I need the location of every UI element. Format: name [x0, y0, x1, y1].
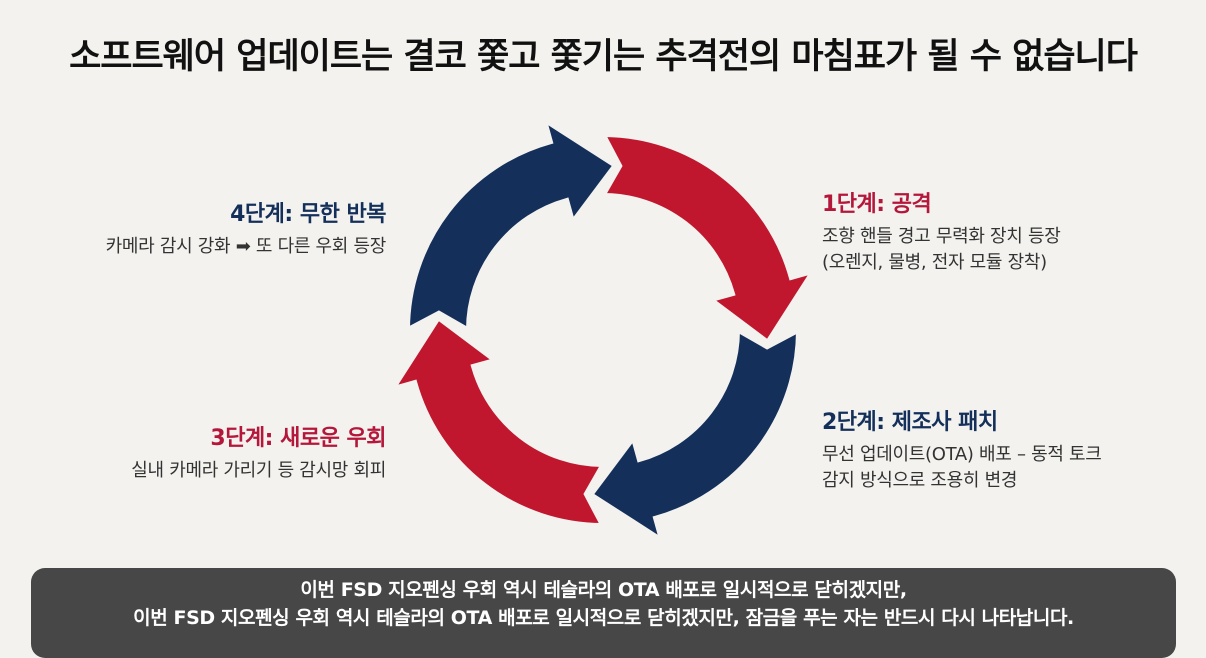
arrow-bottom-left	[389, 315, 606, 528]
page-title: 소프트웨어 업데이트는 결코 쫓고 쫓기는 추격전의 마침표가 될 수 없습니다	[69, 37, 1138, 77]
stage-2-heading: 2단계: 제조사 패치	[822, 410, 998, 435]
stage-3-heading: 3단계: 새로운 우회	[210, 426, 386, 451]
banner-line-2: 이번 FSD 지오펜싱 우회 역시 테슬라의 OTA 배포로 일시적으로 닫히겠…	[133, 607, 1074, 629]
stage-1: 1단계: 공격 조향 핸들 경고 무력화 장치 등장 (오렌지, 물병, 전자 …	[822, 186, 1061, 276]
stage-3-desc-line-1: 실내 카메라 가리기 등 감시망 회피	[131, 460, 386, 481]
stage-4-heading: 4단계: 무한 반복	[230, 202, 386, 227]
arrow-top-left	[405, 116, 618, 333]
cycle-diagram	[389, 116, 817, 544]
stage-3: 3단계: 새로운 우회 실내 카메라 가리기 등 감시망 회피	[131, 420, 386, 484]
stage-1-heading: 1단계: 공격	[822, 192, 932, 217]
stage-1-desc-line-1: 조향 핸들 경고 무력화 장치 등장	[822, 226, 1061, 247]
banner-line-1: 이번 FSD 지오펜싱 우회 역시 테슬라의 OTA 배포로 일시적으로 닫히겠…	[300, 579, 907, 601]
arrow-top-right	[600, 132, 817, 345]
stage-4: 4단계: 무한 반복 카메라 감시 강화 ➡ 또 다른 우회 등장	[105, 196, 387, 260]
stage-2: 2단계: 제조사 패치 무선 업데이트(OTA) 배포 – 동적 토크 감지 방…	[822, 404, 1102, 494]
stage-1-desc-line-2: (오렌지, 물병, 전자 모듈 장착)	[822, 252, 1047, 273]
stage-2-desc-line-1: 무선 업데이트(OTA) 배포 – 동적 토크	[822, 444, 1102, 465]
arrow-bottom-right	[588, 327, 801, 544]
summary-banner: 이번 FSD 지오펜싱 우회 역시 테슬라의 OTA 배포로 일시적으로 닫히겠…	[31, 568, 1176, 658]
stage-2-desc-line-2: 감지 방식으로 조용히 변경	[822, 470, 1018, 491]
stage-4-desc-line-1: 카메라 감시 강화 ➡ 또 다른 우회 등장	[105, 236, 387, 257]
